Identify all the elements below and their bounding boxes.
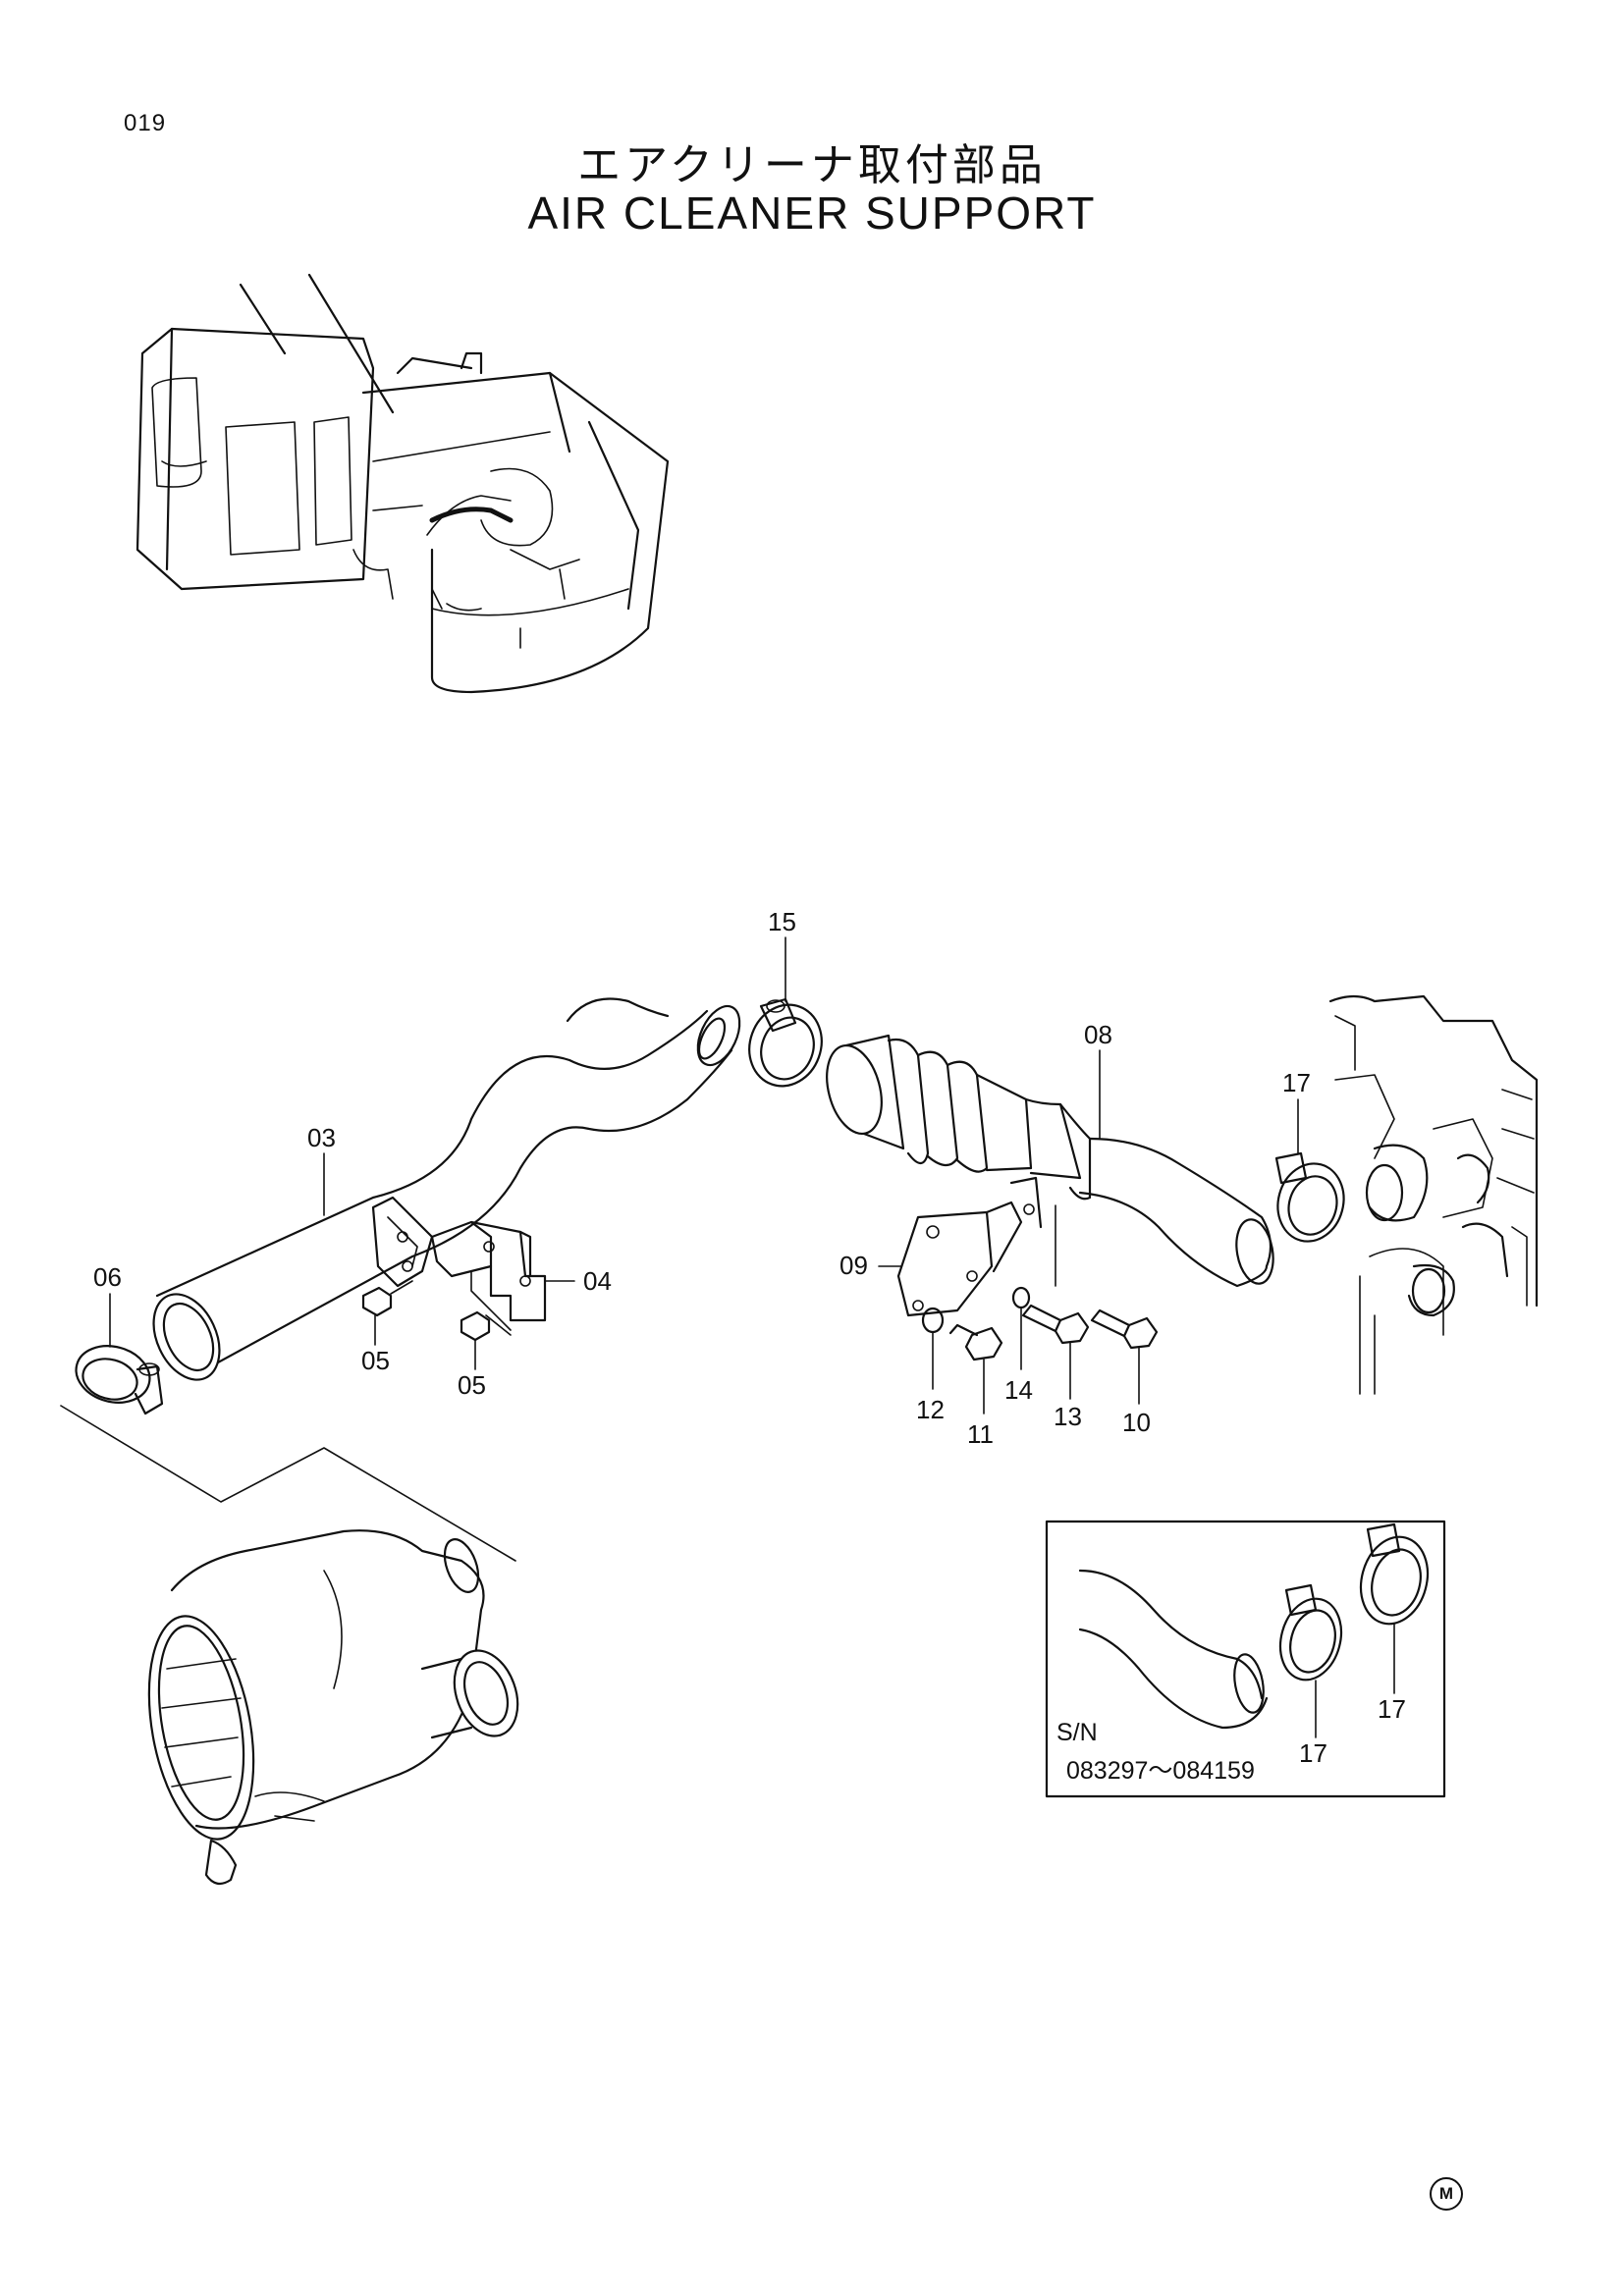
part-10-bolt: [1090, 1308, 1159, 1405]
air-cleaner-assembly: [60, 1405, 519, 1886]
callout-12: 12: [916, 1395, 945, 1424]
callout-15: 15: [768, 907, 796, 936]
footer-mark: M: [1430, 2177, 1463, 2211]
engine-block-illustration: [1328, 994, 1539, 1395]
callout-05-upper: 05: [361, 1346, 390, 1375]
callout-17: 17: [1282, 1068, 1311, 1097]
callout-13: 13: [1054, 1402, 1082, 1431]
callout-09: 09: [839, 1251, 868, 1280]
part-09-bracket: [878, 1176, 1043, 1317]
callout-10: 10: [1122, 1408, 1151, 1437]
serial-number-inset: [1045, 1520, 1446, 1798]
callout-14: 14: [1004, 1375, 1033, 1405]
part-13-bolt: [1021, 1304, 1090, 1400]
callout-03: 03: [307, 1123, 336, 1152]
page-title-japanese: エアクリーナ取付部品: [577, 140, 1047, 190]
callout-05-lower: 05: [458, 1370, 486, 1400]
inset-serial-range: 083297～084159: [1066, 1757, 1255, 1785]
callout-11: 11: [967, 1419, 994, 1449]
part-14-washer: [1011, 1286, 1031, 1370]
page-number: 019: [124, 110, 167, 136]
excavator-overview-illustration: [135, 273, 670, 694]
inset-callout-17-right: 17: [1378, 1694, 1406, 1724]
part-17-hose-clamp: [1274, 1098, 1345, 1243]
inset-callout-17-left: 17: [1299, 1738, 1327, 1768]
part-08-bellows-hose: [826, 1034, 1274, 1288]
inset-serial-label: S/N: [1056, 1719, 1098, 1746]
part-05-bolt-upper: [361, 1280, 413, 1346]
part-06-hose-clamp: [75, 1293, 164, 1415]
callout-06: 06: [93, 1262, 122, 1292]
part-15-hose-clamp: [748, 936, 823, 1088]
page-title-english: AIR CLEANER SUPPORT: [527, 187, 1097, 239]
part-05-bolt-lower: [460, 1310, 512, 1370]
part-03-intake-pipe: [152, 997, 741, 1381]
part-11-bolt: [948, 1323, 1003, 1415]
part-12-washer: [921, 1307, 945, 1390]
part-04-bracket: [430, 1220, 575, 1331]
callout-04: 04: [583, 1266, 612, 1296]
callout-08: 08: [1084, 1020, 1112, 1049]
